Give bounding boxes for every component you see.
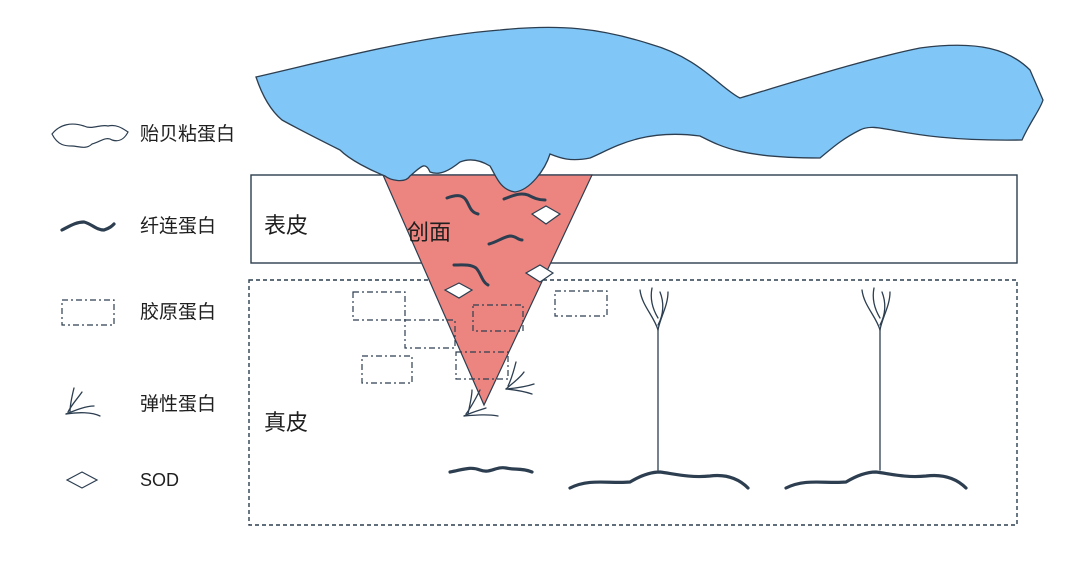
sod-diamond	[530, 205, 562, 225]
collagen-box	[361, 355, 413, 384]
legend-label-mussel-protein: 贻贝粘蛋白	[140, 123, 235, 145]
wound-wedge	[382, 174, 593, 407]
epidermis-layer	[250, 174, 1018, 264]
fibronectin-strand	[452, 263, 490, 287]
dermis-label: 真皮	[264, 411, 308, 436]
elastin-icon	[65, 387, 101, 417]
elastin-fiber	[505, 361, 535, 395]
legend-label-sod: SOD	[140, 470, 179, 490]
fibronectin-group	[445, 192, 547, 287]
fibronectin-strand	[445, 194, 480, 216]
dermis-layer	[248, 279, 1018, 526]
collagen-box	[472, 304, 524, 332]
sod-icon	[65, 471, 99, 489]
elastin-group	[463, 361, 535, 417]
legend-item-sod: SOD	[65, 470, 179, 490]
collagen-box	[352, 291, 406, 321]
legend-item-collagen: 胶原蛋白	[61, 299, 216, 326]
legend-item-elastin: 弹性蛋白	[65, 387, 216, 417]
legend-item-mussel-protein: 贻贝粘蛋白	[51, 123, 235, 148]
root-strand	[568, 470, 750, 490]
collagen-group	[352, 290, 608, 384]
legend-label-fibronectin: 纤连蛋白	[140, 215, 216, 237]
fibronectin-strand	[487, 234, 524, 246]
hair-follicle-left	[639, 287, 669, 471]
legend-label-elastin: 弹性蛋白	[140, 393, 216, 415]
root-strands	[448, 466, 968, 490]
mussel-protein-blob	[255, 26, 1044, 193]
epidermis-label: 表皮	[264, 214, 308, 239]
legend: 贻贝粘蛋白 纤连蛋白 胶原蛋白 弹性蛋白 SOD	[51, 123, 235, 490]
root-strand	[448, 466, 534, 474]
collagen-box	[455, 351, 509, 380]
collagen-box	[554, 290, 608, 317]
mussel-protein-icon	[51, 123, 129, 148]
collagen-icon	[61, 299, 115, 326]
epidermis-box	[250, 174, 1018, 264]
sod-diamond	[524, 264, 555, 283]
root-strand	[784, 470, 968, 490]
hair-follicle-right	[861, 287, 891, 471]
wound-label: 创面	[407, 221, 451, 246]
sod-group	[443, 205, 562, 299]
legend-item-fibronectin: 纤连蛋白	[60, 215, 216, 237]
fibronectin-strand	[502, 192, 547, 202]
dermis-box	[248, 279, 1018, 526]
elastin-fiber	[463, 389, 499, 417]
fibronectin-icon	[60, 220, 116, 232]
collagen-box	[404, 319, 456, 349]
follicle-group	[639, 287, 891, 471]
sod-diamond	[443, 282, 474, 299]
legend-label-collagen: 胶原蛋白	[140, 301, 216, 323]
